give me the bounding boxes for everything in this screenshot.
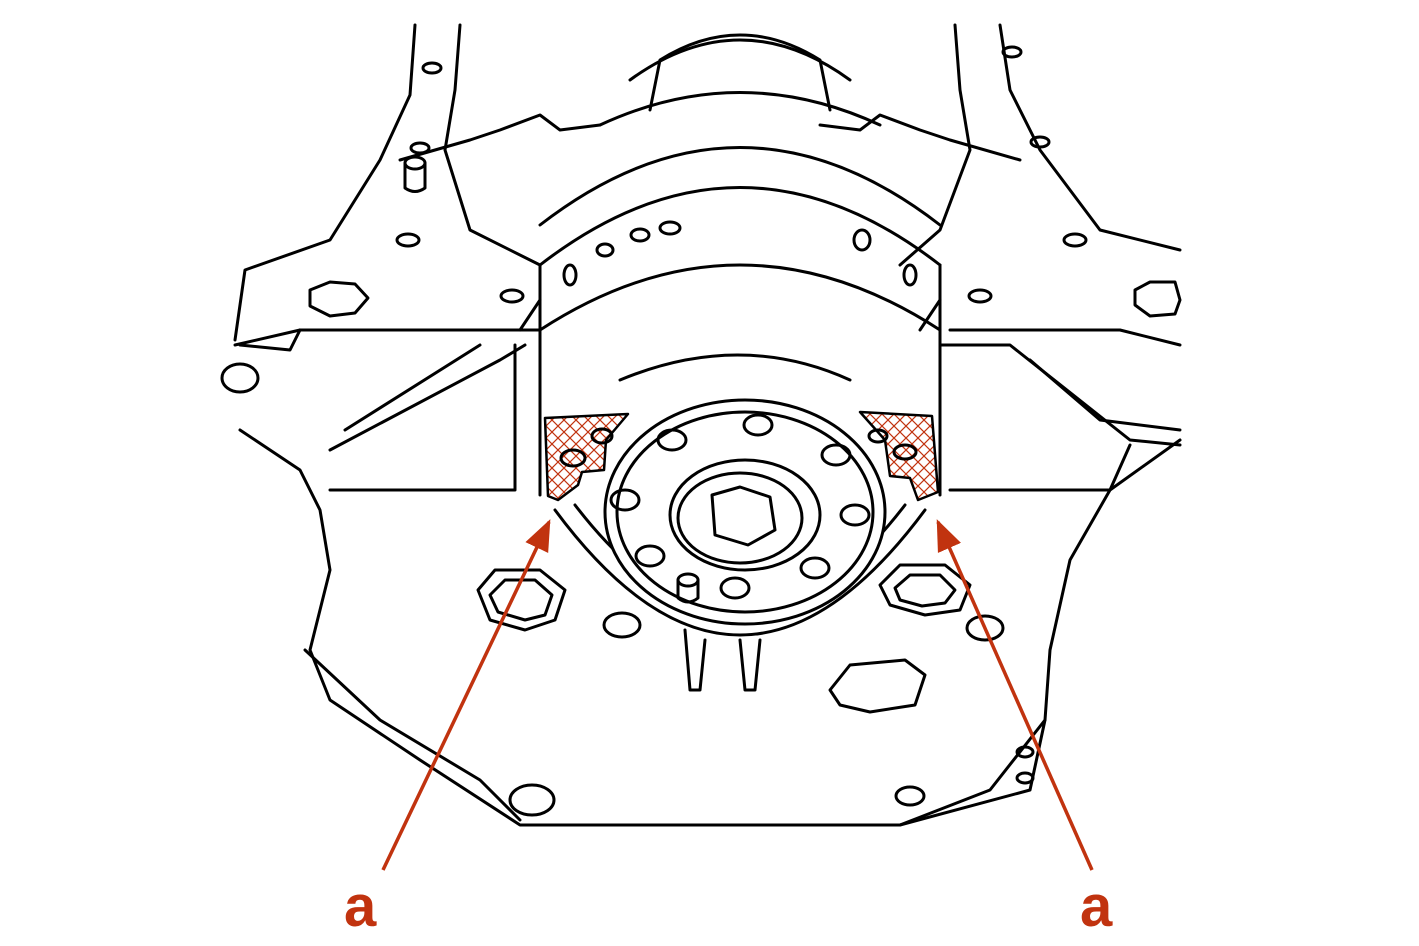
- lower-bosses: [476, 563, 1005, 714]
- crankshaft-counterweight: [538, 33, 942, 332]
- callout-arrow-left: [381, 519, 551, 871]
- crank-flange: [553, 353, 927, 637]
- flange-bolts: [609, 413, 871, 604]
- callout-label-right: a: [1080, 874, 1113, 939]
- mounting-holes: [220, 45, 1182, 817]
- seal-area-right: [858, 410, 940, 502]
- engine-block-outline: [233, 23, 1182, 827]
- callout-arrow-right: [936, 519, 1094, 871]
- seal-area-left: [543, 412, 630, 502]
- callout-label-left: a: [344, 874, 377, 939]
